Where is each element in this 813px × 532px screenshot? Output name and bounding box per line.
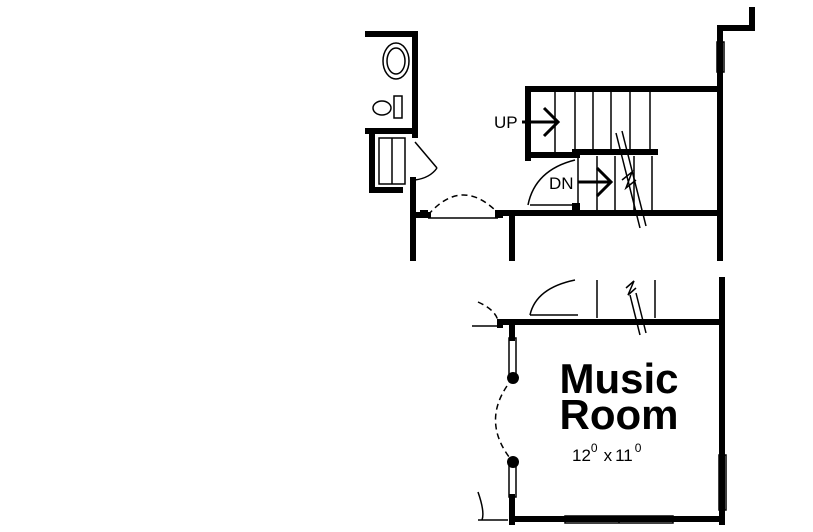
sink-basin-inner bbox=[386, 47, 406, 75]
window-music-left-upper bbox=[508, 337, 517, 376]
stair-treads-upper bbox=[554, 92, 651, 152]
up-arrow-head bbox=[542, 106, 561, 138]
sink-basin bbox=[382, 42, 410, 80]
stair-up-label: UP bbox=[494, 113, 518, 132]
toilet-bowl bbox=[372, 100, 392, 116]
room-name-line1: Music bbox=[559, 355, 678, 402]
closet-door-leaf bbox=[414, 141, 438, 169]
dim-separator: x bbox=[604, 446, 613, 465]
stair-break-line-1 bbox=[615, 132, 641, 229]
stair-break-line-2 bbox=[621, 130, 647, 227]
music-french-door-arc bbox=[494, 377, 514, 463]
stair-break-zigzag bbox=[621, 169, 637, 191]
hall-door-arc bbox=[427, 194, 499, 216]
dim-width-ft: 12 bbox=[572, 446, 591, 465]
stair-lower-break-2 bbox=[635, 292, 647, 334]
stair-down-label: DN bbox=[549, 174, 574, 193]
jamb-stair-bottom bbox=[572, 203, 580, 211]
post-lower bbox=[507, 456, 519, 468]
dim-depth-ft: 11 bbox=[615, 446, 633, 465]
room-name-line2: Room bbox=[560, 391, 679, 438]
window-upper-right bbox=[716, 41, 725, 73]
dim-depth-in: 0 bbox=[635, 441, 642, 455]
posts bbox=[420, 150, 580, 468]
music-bottom-door-arc bbox=[477, 491, 484, 521]
walls bbox=[365, 7, 755, 525]
music-upper-door-arc bbox=[529, 279, 576, 316]
closet-door-arc bbox=[414, 167, 438, 181]
post-upper bbox=[507, 372, 519, 384]
stair-arrows bbox=[522, 106, 614, 198]
stair-lower-zigzag bbox=[625, 280, 637, 296]
music-entry-door-arc bbox=[477, 301, 499, 327]
stair-door-arc bbox=[527, 159, 576, 206]
window-music-right bbox=[718, 454, 727, 511]
jamb-hall-left bbox=[420, 210, 428, 218]
dim-width-in: 0 bbox=[591, 441, 598, 455]
jamb-stair-top bbox=[572, 150, 580, 158]
stair-lower-break-1 bbox=[629, 294, 641, 336]
dn-arrow-head bbox=[595, 166, 614, 198]
toilet-tank bbox=[393, 95, 403, 119]
jamb-hall-right bbox=[495, 210, 503, 218]
